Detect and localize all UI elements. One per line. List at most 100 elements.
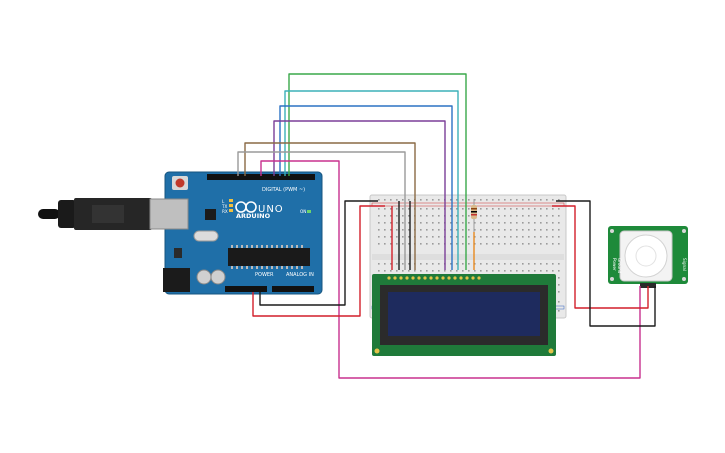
breadboard-hole [534,222,536,224]
breadboard-hole [492,229,494,231]
breadboard-hole [516,263,518,265]
breadboard-hole [516,199,518,201]
breadboard-hole [408,199,410,201]
rx-led [229,209,233,212]
arduino-brand-text: ARDUINO [236,212,271,220]
breadboard-hole [492,215,494,217]
breadboard-hole [378,236,380,238]
breadboard-hole [384,270,386,272]
breadboard-hole [378,263,380,265]
breadboard-hole [528,199,530,201]
breadboard-hole [510,199,512,201]
breadboard-hole [438,263,440,265]
breadboard-hole [510,222,512,224]
reset-button-cap[interactable] [175,178,185,188]
breadboard-hole [468,263,470,265]
breadboard-hole [480,199,482,201]
breadboard-hole [546,263,548,265]
breadboard-hole [546,270,548,272]
breadboard-hole [468,243,470,245]
breadboard-hole [450,229,452,231]
breadboard-hole [534,215,536,217]
breadboard-hole [396,222,398,224]
breadboard-hole [414,270,416,272]
breadboard-hole [522,263,524,265]
breadboard-hole [504,208,506,210]
digital-header [207,174,315,180]
breadboard-hole [492,243,494,245]
breadboard-hole [534,208,536,210]
logo-right-ring [245,201,257,213]
breadboard-hole [420,215,422,217]
wire-pir-ground-black [556,200,656,327]
capacitor-2 [210,269,226,285]
breadboard-hole [402,236,404,238]
usb-chip [205,209,216,220]
tx-led-label: TX [221,204,228,209]
breadboard-hole [438,236,440,238]
breadboard-hole [534,229,536,231]
breadboard-hole [480,215,482,217]
pir-fresnel-dome [624,234,668,278]
breadboard-hole [396,215,398,217]
lcd-pin [411,276,415,280]
breadboard-hole [540,229,542,231]
breadboard-hole [558,243,560,245]
breadboard-hole [498,222,500,224]
breadboard-hole [480,270,482,272]
breadboard-hole [378,243,380,245]
lcd-pin [405,276,409,280]
breadboard-hole [420,263,422,265]
breadboard-hole [540,236,542,238]
lcd-pin-header [387,276,481,280]
breadboard-hole [504,229,506,231]
breadboard-hole [402,199,404,201]
wire-pir-power-red [552,205,649,309]
breadboard-hole [432,263,434,265]
breadboard-hole [558,199,560,201]
breadboard-hole [486,263,488,265]
breadboard-hole [390,215,392,217]
wire-signal-pink [260,160,641,379]
breadboard-hole [408,270,410,272]
breadboard-hole [480,243,482,245]
breadboard-hole [450,208,452,210]
breadboard-center-channel [372,254,564,260]
l-led-label: L [222,199,225,204]
breadboard-hole [456,208,458,210]
atmega-chip [228,248,310,266]
breadboard-hole [474,222,476,224]
usb-plug-grip [92,205,124,223]
breadboard-hole [516,222,518,224]
breadboard-hole [522,215,524,217]
breadboard-hole [396,243,398,245]
breadboard-hole [462,215,464,217]
pir-pin-labels: Signal Power Ground [612,258,687,274]
arduino-logo [235,201,257,213]
breadboard-hole [384,263,386,265]
wire-gnd-black [259,200,378,306]
breadboard-hole [432,222,434,224]
breadboard-hole [558,236,560,238]
power-header-label: POWER [255,272,274,278]
usb-jack [149,198,189,230]
atmega-pins [231,245,303,269]
breadboard-hole [456,270,458,272]
on-led [307,210,311,213]
breadboard-hole [384,215,386,217]
breadboard-hole [468,222,470,224]
breadboard-hole [552,263,554,265]
breadboard-hole [552,236,554,238]
breadboard-hole [456,215,458,217]
breadboard-hole [516,236,518,238]
crystal-oscillator [193,230,219,242]
breadboard-hole [492,236,494,238]
breadboard-hole [486,199,488,201]
breadboard-hole [516,215,518,217]
breadboard-hole [516,229,518,231]
lcd-pin [453,276,457,280]
breadboard-hole [420,199,422,201]
breadboard-hole [402,229,404,231]
breadboard-hole [558,263,560,265]
breadboard-hole [384,208,386,210]
